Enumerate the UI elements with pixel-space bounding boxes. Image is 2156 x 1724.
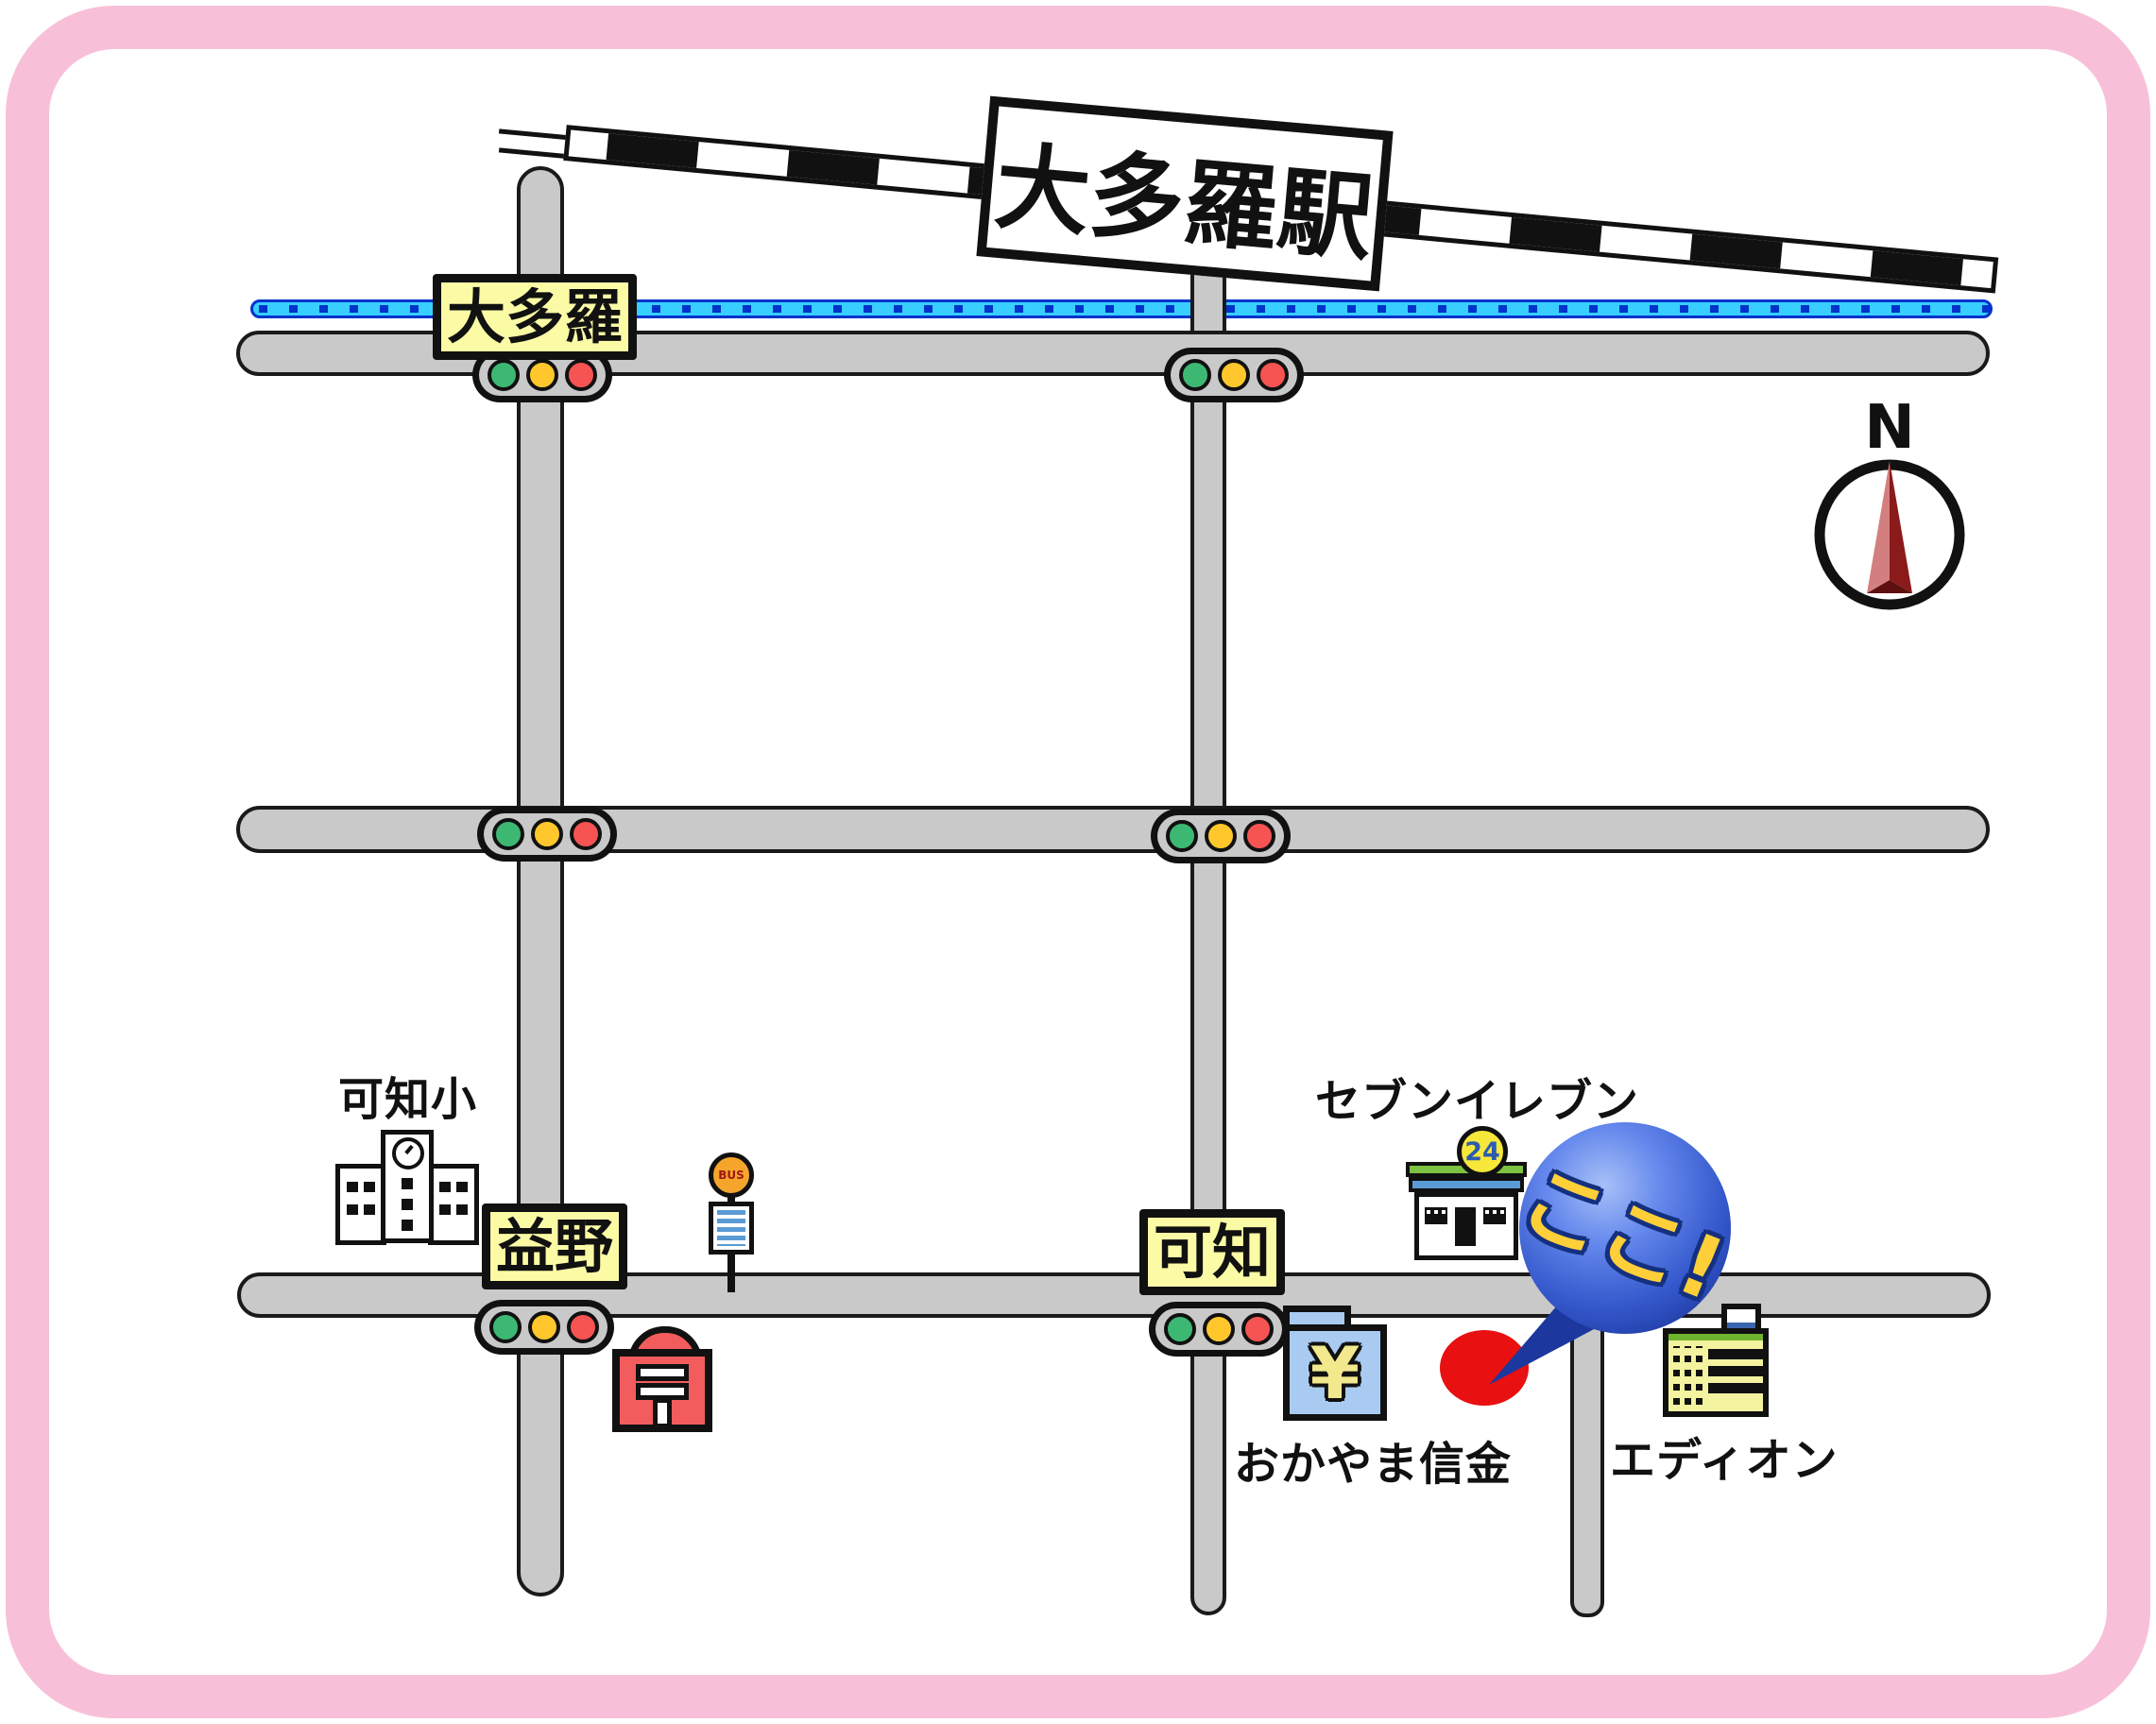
school-right-wing xyxy=(428,1164,479,1245)
post-mark-stem xyxy=(653,1398,672,1428)
store-awning-blue xyxy=(1409,1177,1524,1192)
yellow-lamp-icon xyxy=(526,359,558,391)
green-lamp-icon xyxy=(488,359,520,391)
traffic-light-lamps xyxy=(1171,354,1297,396)
timetable-lines xyxy=(717,1210,745,1246)
red-lamp-icon xyxy=(565,359,597,391)
rail-track-line xyxy=(250,299,1993,318)
yellow-lamp-icon xyxy=(528,1311,560,1343)
label-kachi: 可知 xyxy=(1139,1209,1286,1296)
electronics-store-icon xyxy=(1663,1304,1769,1417)
traffic-light-lamps xyxy=(1157,815,1284,857)
yellow-lamp-icon xyxy=(1205,820,1237,852)
edion-band xyxy=(1708,1383,1763,1393)
railway-tip-line xyxy=(498,147,573,160)
red-lamp-icon xyxy=(570,818,602,850)
green-lamp-icon xyxy=(492,818,524,850)
store-window xyxy=(1483,1207,1506,1224)
yellow-lamp-icon xyxy=(1218,359,1250,391)
red-lamp-icon xyxy=(1257,359,1289,391)
traffic-light-lamps xyxy=(1155,1308,1282,1350)
road-left-vertical xyxy=(517,166,564,1596)
yellow-lamp-icon xyxy=(531,818,563,850)
bus-stop-icon: BUS xyxy=(707,1152,756,1294)
bus-timetable-board xyxy=(709,1202,754,1255)
bus-sign-disc: BUS xyxy=(709,1152,754,1198)
clock-icon xyxy=(392,1137,424,1169)
green-lamp-icon xyxy=(1179,359,1211,391)
yellow-lamp-icon xyxy=(1203,1313,1235,1345)
road-right-vertical xyxy=(1570,1292,1604,1617)
green-lamp-icon xyxy=(489,1311,522,1343)
traffic-light-lamps xyxy=(484,813,610,855)
traffic-light xyxy=(474,1300,614,1355)
store-window xyxy=(1425,1207,1447,1224)
traffic-light xyxy=(1164,348,1304,402)
red-lamp-icon xyxy=(567,1311,599,1343)
bus-sign-text: BUS xyxy=(718,1169,744,1182)
yen-icon: ¥ xyxy=(1309,1330,1360,1415)
here-bubble: ここ! xyxy=(1507,1122,1737,1334)
road-center-vertical xyxy=(1190,249,1226,1615)
label-odara: 大多羅 xyxy=(433,274,638,361)
edion-body xyxy=(1663,1328,1769,1417)
convenience-store-name: セブンイレブン xyxy=(1315,1075,1640,1128)
badge-24-text: 24 xyxy=(1464,1136,1500,1167)
edion-windows xyxy=(1673,1346,1705,1405)
traffic-light xyxy=(1151,809,1291,863)
edion-band xyxy=(1708,1366,1763,1376)
school-icon xyxy=(335,1130,479,1245)
compass-icon xyxy=(1810,452,1969,612)
edion-roofline xyxy=(1668,1334,1763,1340)
traffic-light-lamps xyxy=(479,354,606,396)
badge-24-icon: 24 xyxy=(1457,1126,1508,1177)
green-lamp-icon xyxy=(1164,1313,1196,1345)
traffic-light xyxy=(477,807,617,862)
label-masuno: 益野 xyxy=(482,1203,628,1290)
bank-icon: ¥ xyxy=(1283,1306,1387,1421)
edion-band xyxy=(1708,1349,1763,1359)
school-name: 可知小 xyxy=(338,1073,478,1126)
post-mark-bar xyxy=(636,1383,689,1400)
post-mark-bar xyxy=(636,1364,689,1381)
school-left-wing xyxy=(335,1164,386,1245)
red-lamp-icon xyxy=(1241,1313,1274,1345)
bank-body xyxy=(1283,1324,1387,1421)
post-office-icon xyxy=(612,1326,712,1432)
station-sign: 大多羅駅 xyxy=(976,95,1394,292)
red-lamp-icon xyxy=(1243,820,1275,852)
traffic-light-lamps xyxy=(481,1306,607,1348)
railway-tip-line xyxy=(498,128,573,141)
compass-north-label: N xyxy=(1864,393,1915,463)
bank-name: おかやま信金 xyxy=(1234,1438,1513,1491)
store-door xyxy=(1455,1207,1476,1246)
traffic-light xyxy=(1149,1302,1289,1357)
green-lamp-icon xyxy=(1166,820,1198,852)
convenience-store-icon xyxy=(1406,1162,1527,1260)
electronics-store-name: エディオン xyxy=(1610,1434,1839,1487)
